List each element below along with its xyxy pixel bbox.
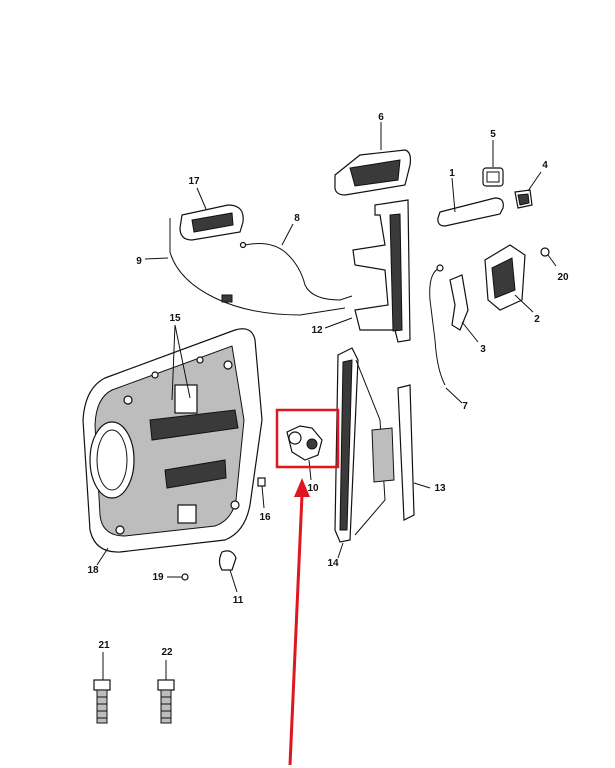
- callout-6: 6: [378, 112, 384, 123]
- callout-21: 21: [98, 640, 110, 651]
- highlight-arrow: [288, 478, 310, 766]
- part-1-exterior-handle: [437, 177, 504, 227]
- part-5-handle-bezel: [482, 140, 504, 187]
- part-16-clip: [257, 477, 266, 509]
- part-14-window-regulator: [334, 347, 395, 559]
- part-22-bolt: [157, 660, 175, 724]
- callout-11: 11: [233, 595, 244, 606]
- callout-2: 2: [534, 314, 540, 325]
- part-18-door-module-panel: [82, 328, 263, 553]
- part-9-release-cable: [144, 218, 346, 316]
- part-11-bracket: [218, 550, 238, 593]
- callout-16: 16: [259, 512, 271, 523]
- part-13-glass-run-channel: [397, 384, 431, 521]
- part-8-lock-cable: [239, 223, 353, 301]
- callout-7: 7: [462, 401, 468, 412]
- callout-13: 13: [434, 483, 446, 494]
- callout-5: 5: [490, 129, 496, 140]
- highlight-box: [275, 408, 340, 469]
- part-19-screw: [167, 573, 189, 581]
- part-2-door-latch: [484, 244, 534, 313]
- part-20-pin: [540, 247, 557, 267]
- callout-14: 14: [327, 558, 339, 569]
- part-10-window-motor: [286, 425, 323, 481]
- callout-19: 19: [152, 572, 164, 583]
- callout-10: 10: [307, 483, 319, 494]
- callout-labels: 1 2 3 4 5 6 7 8 9 10 11 12 13 14 15 16 1…: [87, 112, 569, 658]
- part-6-exterior-handle-bracket: [334, 122, 412, 196]
- part-7-latch-cable: [429, 264, 463, 404]
- callout-8: 8: [294, 213, 300, 224]
- callout-4: 4: [542, 160, 548, 171]
- callout-18: 18: [87, 565, 99, 576]
- callout-1: 1: [449, 168, 455, 179]
- callout-9: 9: [136, 256, 142, 267]
- part-3-latch-bracket: [449, 274, 479, 343]
- part-21-bolt: [93, 652, 111, 724]
- part-4-lock-cylinder-cap: [514, 171, 542, 209]
- part-12-guide-rail: [324, 199, 411, 343]
- callout-3: 3: [480, 344, 486, 355]
- callout-17: 17: [188, 176, 200, 187]
- callout-15: 15: [169, 313, 181, 324]
- callout-22: 22: [161, 647, 173, 658]
- part-15-leaders: [171, 324, 191, 401]
- part-17-inside-handle: [179, 187, 244, 241]
- part-18-leader: [96, 547, 109, 566]
- callout-20: 20: [557, 272, 569, 283]
- callout-12: 12: [311, 325, 323, 336]
